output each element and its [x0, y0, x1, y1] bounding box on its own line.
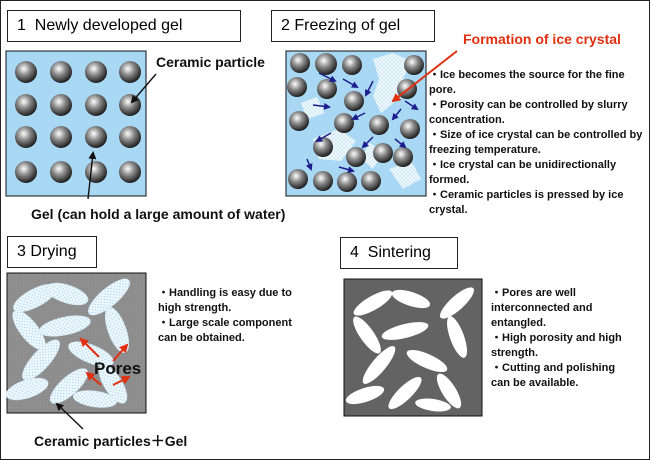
- step4-number: 4: [350, 244, 359, 261]
- step3-text: Drying: [30, 243, 77, 260]
- gel-panel: [5, 50, 147, 197]
- sintered-pores: [345, 287, 475, 412]
- freezing-note: ・Porosity can be controlled by slurry co…: [429, 99, 628, 126]
- gel-label: Gel (can hold a large amount of water): [31, 206, 286, 222]
- pore-pointers: [79, 337, 131, 386]
- drying-notes: ・Handling is easy due to high strength. …: [158, 286, 306, 346]
- ceramic-gel-pointer: [55, 402, 84, 430]
- sintering-note: ・High porosity and high strength.: [491, 332, 622, 359]
- ceramic-gel-label: Ceramic particles＋Gel: [34, 433, 188, 449]
- freezing-note: ・Size of ice crystal can be controlled b…: [429, 129, 643, 156]
- packed-particles: [287, 53, 424, 192]
- drying-note: ・Large scale component can be obtained.: [158, 317, 292, 344]
- gel-pointer: [87, 151, 97, 200]
- step2-text: Freezing of gel: [294, 17, 401, 34]
- ceramic-particle-pointer: [130, 73, 157, 104]
- step3-number: 3: [17, 243, 26, 260]
- step3-title: 3 Drying: [7, 236, 97, 268]
- dried-panel: [5, 272, 147, 414]
- sintering-note: ・Pores are well interconnected and entan…: [491, 287, 593, 329]
- dried-ellipses: [5, 278, 130, 408]
- particle-grid: [15, 61, 141, 183]
- freezing-note: ・Ice becomes the source for the fine por…: [429, 69, 625, 96]
- step4-title: 4 Sintering: [340, 237, 458, 269]
- sintering-note: ・Cutting and polishing can be available.: [491, 362, 616, 389]
- step1-text: Newly developed gel: [34, 17, 183, 34]
- freezing-note: ・Ceramic particles is pressed by ice cry…: [429, 189, 624, 216]
- ice-crystal-label: Formation of ice crystal: [463, 31, 621, 47]
- step2-title: 2 Freezing of gel: [271, 10, 435, 42]
- compression-arrows: [305, 72, 419, 173]
- pores-label: Pores: [94, 359, 142, 378]
- step1-number: 1: [17, 17, 26, 34]
- ceramic-particle-label: Ceramic particle: [156, 54, 265, 70]
- freezing-note: ・Ice crystal can be unidirectionally for…: [429, 159, 617, 186]
- sintering-notes: ・Pores are well interconnected and entan…: [491, 286, 633, 391]
- step2-number: 2: [281, 17, 290, 34]
- step1-title: 1 Newly developed gel: [7, 10, 241, 42]
- ice-crystal-pointer: [391, 50, 458, 103]
- sintered-panel: [343, 278, 483, 417]
- freezing-panel: [285, 50, 427, 197]
- step4-text: Sintering: [367, 244, 431, 261]
- freezing-notes: ・Ice becomes the source for the fine por…: [429, 68, 645, 218]
- drying-note: ・Handling is easy due to high strength.: [158, 287, 292, 314]
